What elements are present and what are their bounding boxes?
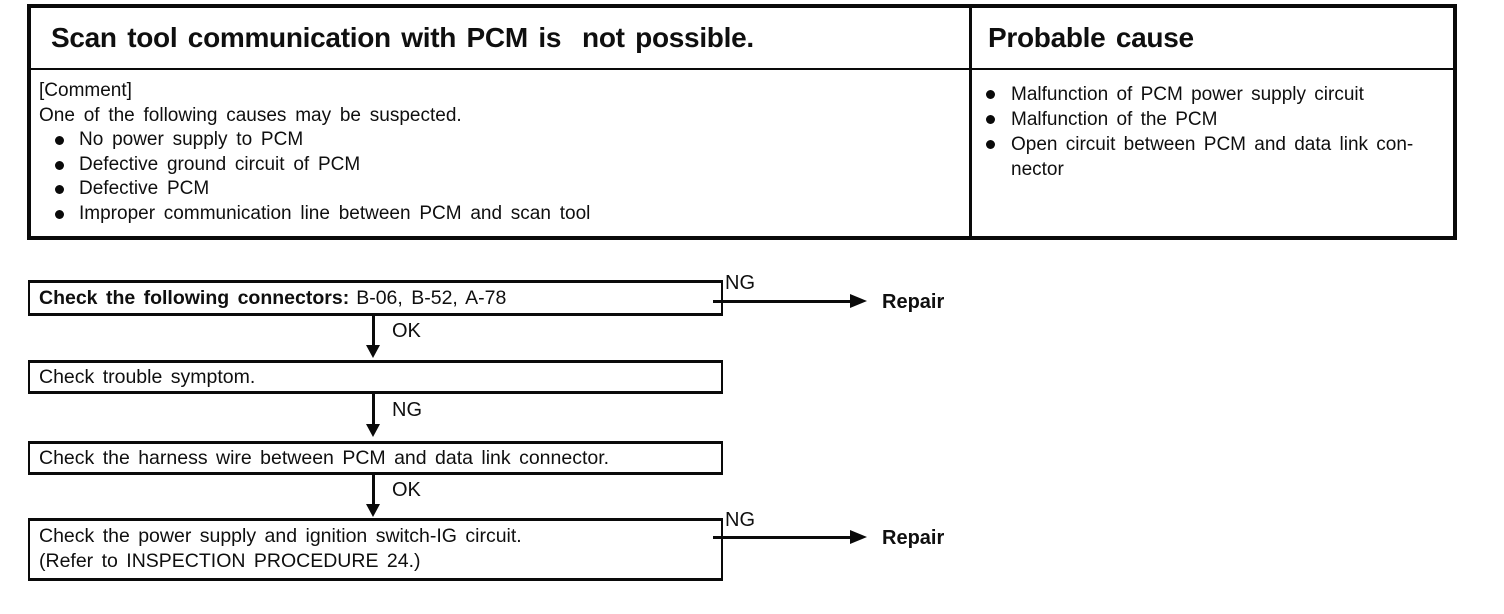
probable-cause-item: Malfunction of PCM power supply circuit: [986, 82, 1445, 107]
flow-step-4-line2: (Refer to INSPECTION PROCEDURE 24.): [39, 550, 421, 572]
flow-step-1-text: B-06, B-52, A-78: [356, 287, 507, 309]
repair-label: Repair: [882, 291, 945, 313]
probable-cause-title: Probable cause: [988, 22, 1194, 53]
probable-cause-header-cell: Probable cause: [972, 8, 1453, 68]
flow-step-2-box: Check trouble symptom.: [28, 360, 723, 394]
bullet-icon: [986, 90, 995, 99]
suspected-cause-text: No power supply to PCM: [79, 129, 304, 150]
down-arrow-icon: [366, 504, 380, 517]
flow-step-4-line1: Check the power supply and ignition swit…: [39, 525, 522, 547]
symptom-header-cell: Scan tool communication with PCM is not …: [31, 8, 972, 68]
diagnostic-table: Scan tool communication with PCM is not …: [27, 4, 1457, 240]
bullet-icon: [55, 185, 64, 194]
flow-step-1-bold-text: Check the following connectors:: [39, 287, 350, 309]
flow-connector-line: [372, 394, 375, 427]
right-arrow-icon: [850, 530, 867, 544]
suspected-cause-item: No power supply to PCM: [39, 128, 955, 153]
bullet-icon: [55, 209, 64, 219]
comment-intro: One of the following causes may be suspe…: [39, 104, 462, 126]
suspected-cause-text: Improper communication line between PCM …: [79, 202, 591, 224]
down-arrow-icon: [366, 424, 380, 437]
ng-label: NG: [392, 399, 422, 421]
repair-label: Repair: [882, 527, 945, 549]
probable-cause-text: Malfunction of the PCM: [1011, 109, 1218, 130]
flow-step-4-box: Check the power supply and ignition swit…: [28, 518, 723, 581]
flow-step-1-box: Check the following connectors: B-06, B-5…: [28, 280, 723, 316]
ng-branch-line: [713, 536, 852, 539]
ok-label: OK: [392, 320, 421, 342]
flow-step-3-text: Check the harness wire between PCM and d…: [39, 447, 610, 469]
probable-cause-item: Malfunction of the PCM: [986, 107, 1445, 132]
suspected-cause-item: Defective PCM: [39, 177, 955, 202]
probable-cause-item: Open circuit between PCM and data link c…: [986, 132, 1445, 182]
bullet-icon: [986, 140, 995, 149]
suspected-cause-item: Improper communication line between PCM …: [39, 202, 955, 227]
bullet-icon: [55, 136, 64, 145]
probable-cause-text: Open circuit between PCM and data link c…: [1011, 134, 1414, 180]
bullet-icon: [55, 160, 64, 170]
down-arrow-icon: [366, 345, 380, 358]
suspected-cause-item: Defective ground circuit of PCM: [39, 153, 955, 178]
comment-cell: [Comment] One of the following causes ma…: [31, 70, 972, 236]
symptom-title: Scan tool communication with PCM is not …: [51, 22, 754, 53]
ng-branch-line: [713, 300, 852, 303]
table-header-row: Scan tool communication with PCM is not …: [31, 8, 1453, 70]
suspected-cause-text: Defective ground circuit of PCM: [79, 153, 361, 175]
comment-tag: [Comment]: [39, 80, 132, 101]
ng-label: NG: [725, 509, 755, 531]
suspected-cause-text: Defective PCM: [79, 178, 210, 199]
probable-cause-text: Malfunction of PCM power supply circuit: [1011, 84, 1364, 105]
table-body-row: [Comment] One of the following causes ma…: [31, 70, 1453, 236]
flow-step-3-box: Check the harness wire between PCM and d…: [28, 441, 723, 475]
ok-label: OK: [392, 479, 421, 501]
right-arrow-icon: [850, 294, 867, 308]
bullet-icon: [986, 115, 995, 124]
flow-step-2-text: Check trouble symptom.: [39, 366, 256, 388]
probable-cause-cell: Malfunction of PCM power supply circuit …: [972, 70, 1453, 236]
ng-label: NG: [725, 272, 755, 294]
flow-connector-line: [372, 315, 375, 348]
flow-connector-line: [372, 475, 375, 507]
